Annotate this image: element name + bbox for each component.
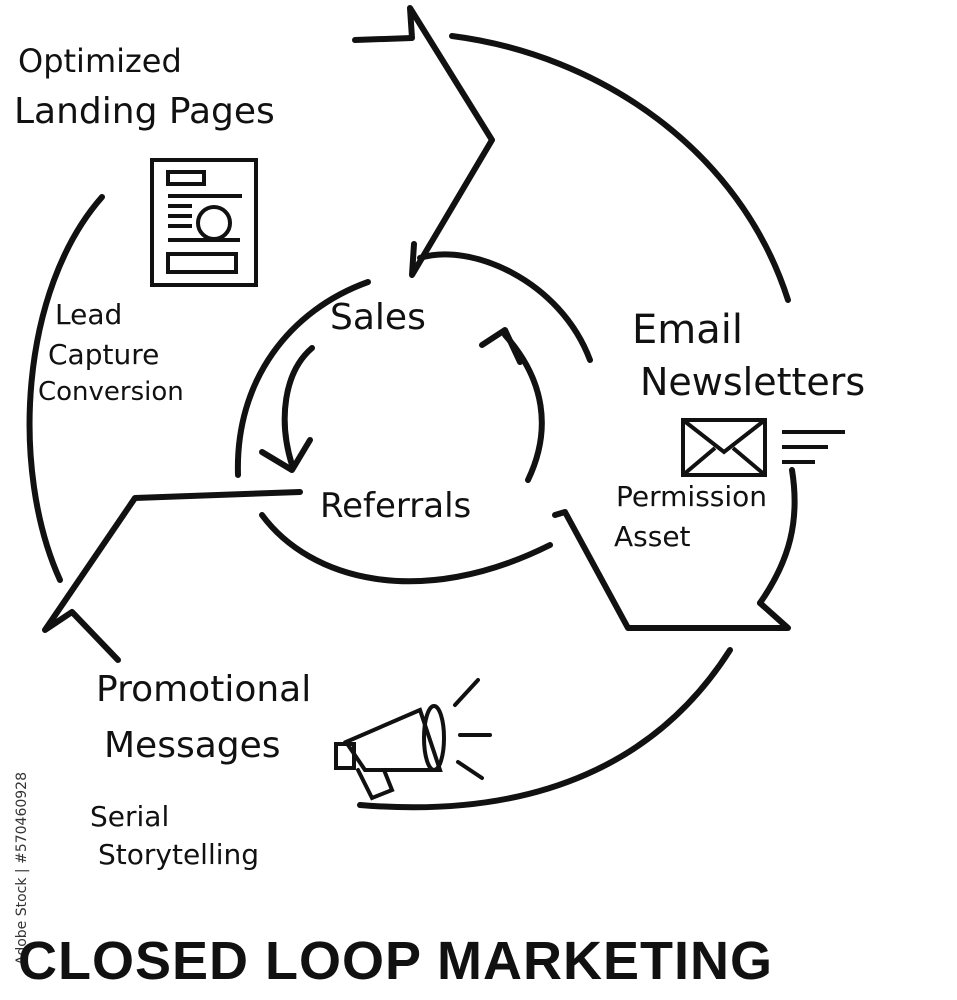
- landing-sub-line3: Conversion: [38, 377, 184, 407]
- promo-sub-line2: Storytelling: [98, 838, 260, 871]
- email-title-line1: Email: [632, 307, 743, 353]
- landing-sub-line1: Lead: [55, 298, 123, 331]
- inner-ring-top: [417, 251, 593, 363]
- inner-arrow-left-head: [259, 437, 313, 473]
- landing-title-line1: Optimized: [18, 42, 182, 80]
- email-sub-line1: Permission: [616, 480, 768, 513]
- arrow-top: [352, 5, 495, 278]
- arc-right: [757, 467, 798, 606]
- diagram-title: CLOSED LOOP MARKETING: [18, 931, 774, 991]
- arrow-right: [552, 509, 791, 631]
- landing-title-line2: Landing Pages: [14, 91, 275, 132]
- document-icon: [150, 158, 258, 287]
- arrow-left: [42, 489, 303, 663]
- center-top-label: Sales: [330, 297, 426, 338]
- promo-title-line1: Promotional: [96, 669, 312, 710]
- arc-top-right: [449, 33, 791, 303]
- center-bottom-label: Referrals: [320, 486, 472, 526]
- inner-ring-left: [234, 279, 371, 478]
- landing-sub-line2: Capture: [48, 338, 160, 371]
- inner-arrow-left: [281, 345, 315, 468]
- email-title-line2: Newsletters: [640, 360, 866, 404]
- megaphone-icon: [334, 678, 492, 801]
- promo-title-line2: Messages: [104, 725, 281, 766]
- inner-arrow-right-head: [479, 327, 523, 365]
- inner-ring-bottom: [259, 512, 553, 585]
- envelope-icon: [681, 418, 845, 477]
- promo-sub-line1: Serial: [90, 800, 170, 833]
- arc-left: [26, 194, 105, 583]
- arc-bottom: [357, 647, 733, 811]
- email-sub-line2: Asset: [614, 520, 691, 553]
- inner-arrow-right: [502, 332, 545, 483]
